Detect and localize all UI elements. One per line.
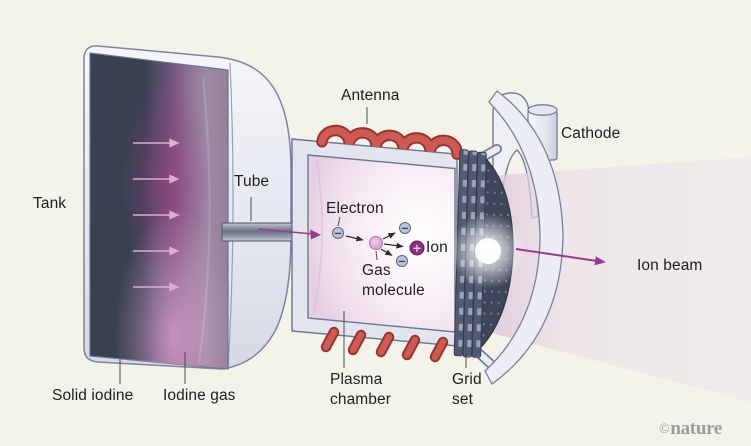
electron-leader: [337, 216, 341, 227]
label-cathode: Cathode: [561, 125, 621, 142]
electron-particle: −: [332, 227, 344, 240]
label-tank: Tank: [33, 195, 67, 212]
label-electron: Electron: [326, 200, 384, 217]
label-iodine-gas: Iodine gas: [163, 387, 236, 404]
gas-molecule-particle: [369, 236, 383, 250]
gas-flow-arrow: [257, 228, 321, 240]
label-ion-beam: Ion beam: [637, 257, 703, 274]
label-antenna: Antenna: [341, 87, 400, 104]
label-solid-iodine: Solid iodine: [52, 387, 134, 404]
watermark-text: nature: [670, 418, 723, 439]
leader-lines: [119, 107, 467, 384]
electron-particle: −: [399, 222, 411, 235]
label-gas-molecule: Gas molecule: [362, 262, 425, 299]
antenna-bottom-turns: [320, 326, 449, 363]
chamber-back-curve: [312, 160, 323, 316]
iodine-gas-pink-glow: [90, 53, 228, 369]
label-tube: Tube: [234, 173, 270, 190]
antenna-coil: [316, 124, 463, 363]
label-plasma-chamber: Plasma chamber: [330, 371, 392, 408]
nature-watermark: ©nature: [659, 418, 722, 440]
label-grid-set: Grid set: [452, 371, 482, 408]
antenna-top-turns: [316, 124, 463, 160]
exit-ring-band: [484, 90, 564, 385]
ion-particle: +: [409, 240, 425, 256]
propellant-tank: [83, 45, 292, 370]
gas-molecule-leader: [375, 250, 378, 261]
gas-boundary-curve: [198, 77, 211, 363]
ionization-diagram: − − − +: [332, 222, 425, 268]
beam-exit-glow: [450, 213, 526, 289]
label-ion: Ion: [426, 239, 448, 256]
minus-icon: −: [334, 229, 342, 240]
electron-particle: −: [396, 255, 408, 268]
plus-icon: +: [412, 241, 422, 255]
copyright-icon: ©: [659, 422, 670, 437]
minus-icon: −: [401, 224, 409, 235]
tank-cap-edge: [227, 62, 234, 370]
ion-beam-arrow: [515, 248, 606, 266]
sublimation-arrows: [133, 138, 180, 292]
cathode-top: [527, 104, 558, 116]
minus-icon: −: [398, 257, 406, 268]
